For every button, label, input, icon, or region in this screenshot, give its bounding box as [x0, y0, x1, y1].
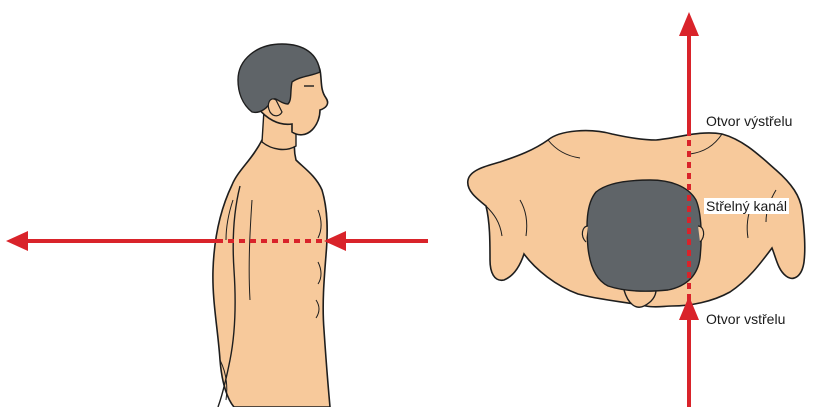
arrow-up-head [679, 12, 699, 36]
top-view-head [587, 180, 701, 291]
side-view-figure [213, 44, 330, 407]
wound-channel-label: Střelný kanál [704, 198, 789, 214]
arrow-left-head [6, 231, 28, 251]
exit-wound-label: Otvor výstřelu [704, 113, 794, 129]
side-view-body [213, 140, 330, 407]
top-view-figure [468, 131, 805, 308]
entry-wound-label: Otvor vstřelu [704, 311, 787, 327]
